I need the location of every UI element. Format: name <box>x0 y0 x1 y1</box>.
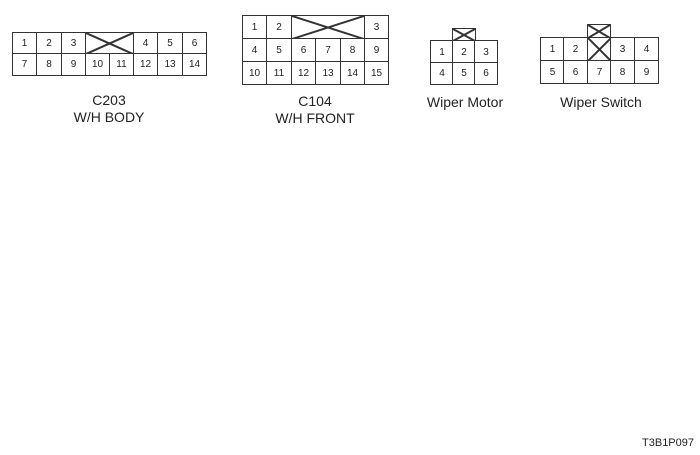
pin-cell: 1 <box>540 37 565 62</box>
pin-cell: 2 <box>563 37 588 62</box>
connector-name: C104 <box>298 93 332 109</box>
pin-cell: 6 <box>291 38 316 63</box>
blank-cavity <box>587 37 612 62</box>
pin-cell: 1 <box>430 40 454 64</box>
pin-cell: 3 <box>61 32 86 55</box>
pin-cell: 5 <box>452 62 476 85</box>
pin-cell: 12 <box>291 61 316 85</box>
cross-mark-icon <box>588 38 611 61</box>
pin-cell: 14 <box>182 53 207 76</box>
pin-cell: 9 <box>634 60 659 84</box>
pin-cell: 4 <box>133 32 158 55</box>
pin-cell: 6 <box>563 60 588 84</box>
connector-sub: W/H FRONT <box>275 110 355 126</box>
pin-cell: 8 <box>340 38 365 63</box>
pin-cell: 11 <box>109 53 134 76</box>
wiper-switch-label: Wiper Switch <box>560 94 642 110</box>
pin-cell: 15 <box>364 61 389 85</box>
pin-cell: 2 <box>266 15 292 40</box>
pin-cell: 1 <box>12 32 37 55</box>
connector-sub: W/H BODY <box>73 109 145 125</box>
pin-cell: 13 <box>315 61 341 85</box>
pin-cell: 6 <box>182 32 207 55</box>
pin-cell: 13 <box>157 53 183 76</box>
wiper-motor-label: Wiper Motor <box>426 94 504 110</box>
cross-mark-icon <box>86 33 133 54</box>
pin-cell: 5 <box>266 38 292 63</box>
pin-cell: 5 <box>157 32 183 55</box>
pin-cell: 6 <box>474 62 498 85</box>
connector-name: C203 <box>92 92 126 108</box>
pin-cell: 7 <box>12 53 37 76</box>
pin-cell: 4 <box>242 38 267 63</box>
pin-cell: 11 <box>266 61 292 85</box>
pin-cell: 9 <box>61 53 86 76</box>
pin-cell: 4 <box>430 62 454 85</box>
pin-cell: 2 <box>36 32 62 55</box>
figure-code: T3B1P097 <box>642 437 694 449</box>
cross-mark-icon <box>292 16 364 39</box>
pin-cell: 9 <box>364 38 389 63</box>
pin-cell: 14 <box>340 61 365 85</box>
pin-cell: 10 <box>85 53 110 76</box>
pin-cell: 2 <box>452 40 476 64</box>
pin-cell: 3 <box>364 15 389 40</box>
cross-mark-icon <box>453 29 475 41</box>
blank-cavity <box>85 32 134 55</box>
blank-cavity <box>587 24 611 39</box>
cross-mark-icon <box>588 25 610 38</box>
pin-cell: 8 <box>610 60 635 84</box>
blank-cavity <box>291 15 365 40</box>
pin-cell: 7 <box>587 60 612 84</box>
pin-cell: 12 <box>133 53 158 76</box>
pin-cell: 1 <box>242 15 267 40</box>
c203-label: C203 W/H BODY <box>74 92 145 126</box>
pin-cell: 4 <box>634 37 659 62</box>
pin-cell: 7 <box>315 38 341 63</box>
pin-cell: 8 <box>36 53 62 76</box>
pin-cell: 10 <box>242 61 267 85</box>
pin-cell: 3 <box>610 37 635 62</box>
pin-cell: 5 <box>540 60 565 84</box>
pin-cell: 3 <box>474 40 498 64</box>
c104-label: C104 W/H FRONT <box>275 93 354 127</box>
